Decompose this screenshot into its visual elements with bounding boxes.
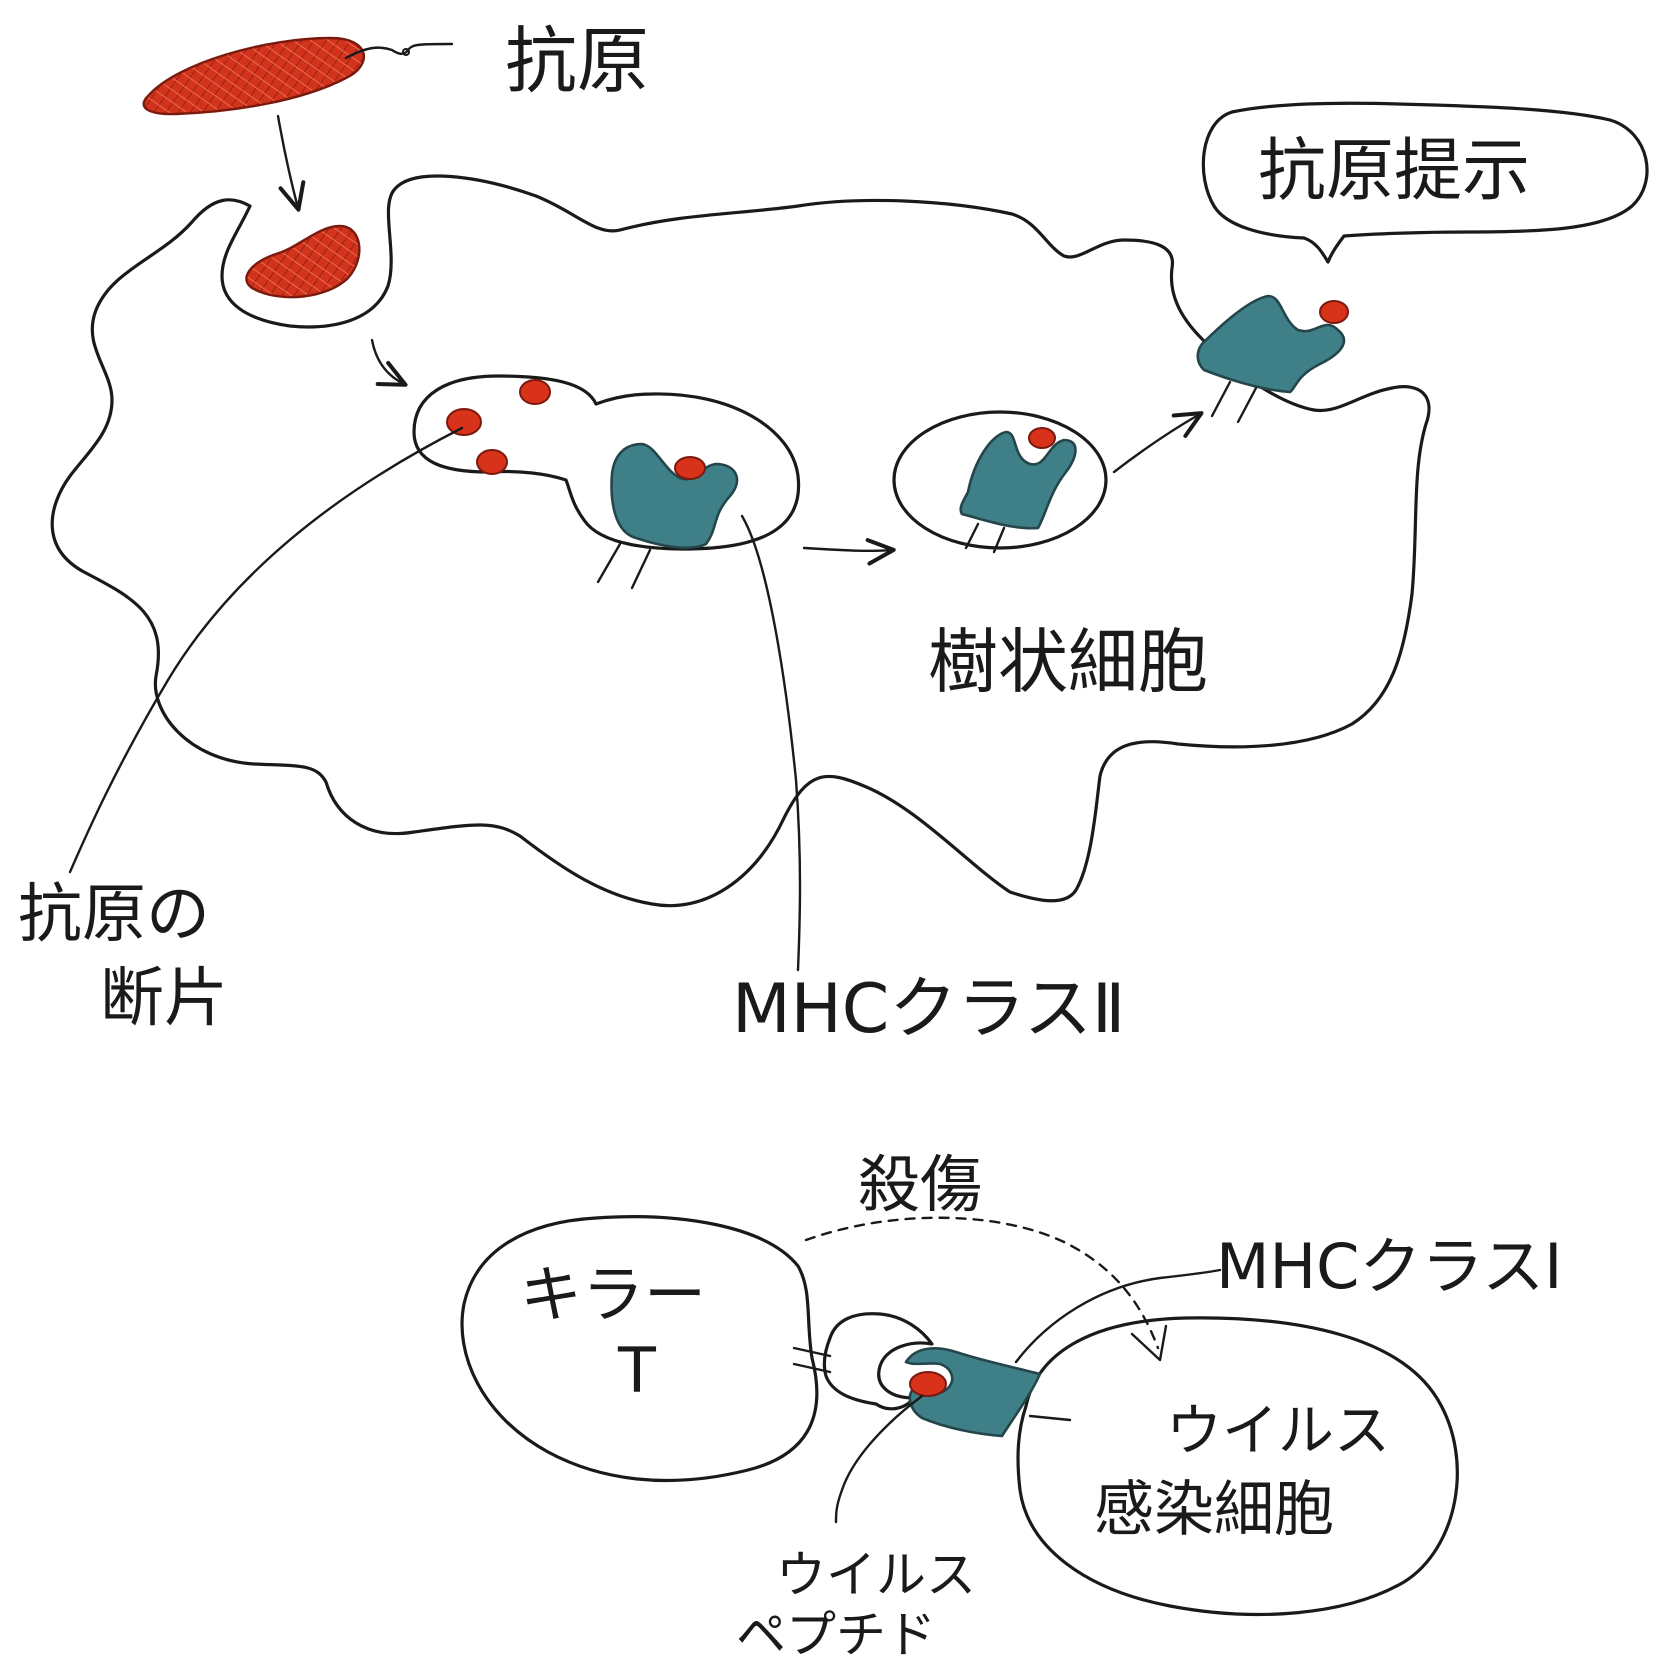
mhc-class-1-label: MHCクラスⅠ [1216, 1230, 1562, 1303]
mhc-class-2-label: MHCクラスⅡ [732, 970, 1125, 1049]
engulf-arrow [276, 114, 306, 212]
antigen-bacterium [142, 36, 454, 116]
t-cell-receptor [792, 1312, 934, 1411]
killer-t-label-line2: T [617, 1334, 657, 1407]
antigen-fragments [446, 379, 551, 475]
membrane-anchor [1028, 1414, 1072, 1422]
mhc2-leader-line [740, 514, 802, 972]
dendritic-cell-label: 樹状細胞 [928, 621, 1208, 703]
kill-arrow [804, 1216, 1160, 1350]
endosome-vesicle [412, 374, 801, 551]
mhc-class-2-surface [1196, 294, 1349, 424]
infected-cell-label-line1: ウイルス [1166, 1399, 1390, 1464]
peptide-leader-line [834, 1394, 924, 1524]
surface-arrow [1112, 411, 1204, 474]
antigen-fragment-label-line1: 抗原の [18, 878, 210, 952]
antigen-fragment-label-line2: 断片 [100, 962, 228, 1036]
presentation-bubble [1201, 101, 1649, 264]
infected-cell [1016, 1316, 1459, 1617]
antigen-presentation-label: 抗原提示 [1258, 132, 1530, 211]
viral-peptide-label-line2: ペプチド [736, 1606, 936, 1664]
transport-vesicle [892, 410, 1108, 550]
mhc-class-2-loading [596, 442, 739, 590]
mhc1-leader-line [1014, 1268, 1222, 1364]
dendritic-cell-outline [50, 174, 1431, 908]
processing-arrow [370, 338, 408, 387]
infected-cell-label-line2: 感染細胞 [1094, 1475, 1334, 1545]
kill-label: 殺傷 [858, 1148, 982, 1221]
fragment-leader-line [68, 426, 464, 874]
kill-arrowhead [1130, 1324, 1168, 1362]
mhc-class-1 [904, 1347, 1042, 1438]
mhc-class-2-in-vesicle [959, 427, 1077, 554]
killer-t-label-line1: キラー [520, 1258, 706, 1331]
killer-t-cell [460, 1215, 819, 1483]
antigen-label: 抗原 [505, 19, 649, 103]
transport-arrow [802, 538, 896, 566]
viral-peptide-label-line1: ウイルス [776, 1546, 976, 1604]
engulfed-antigen [245, 224, 361, 299]
